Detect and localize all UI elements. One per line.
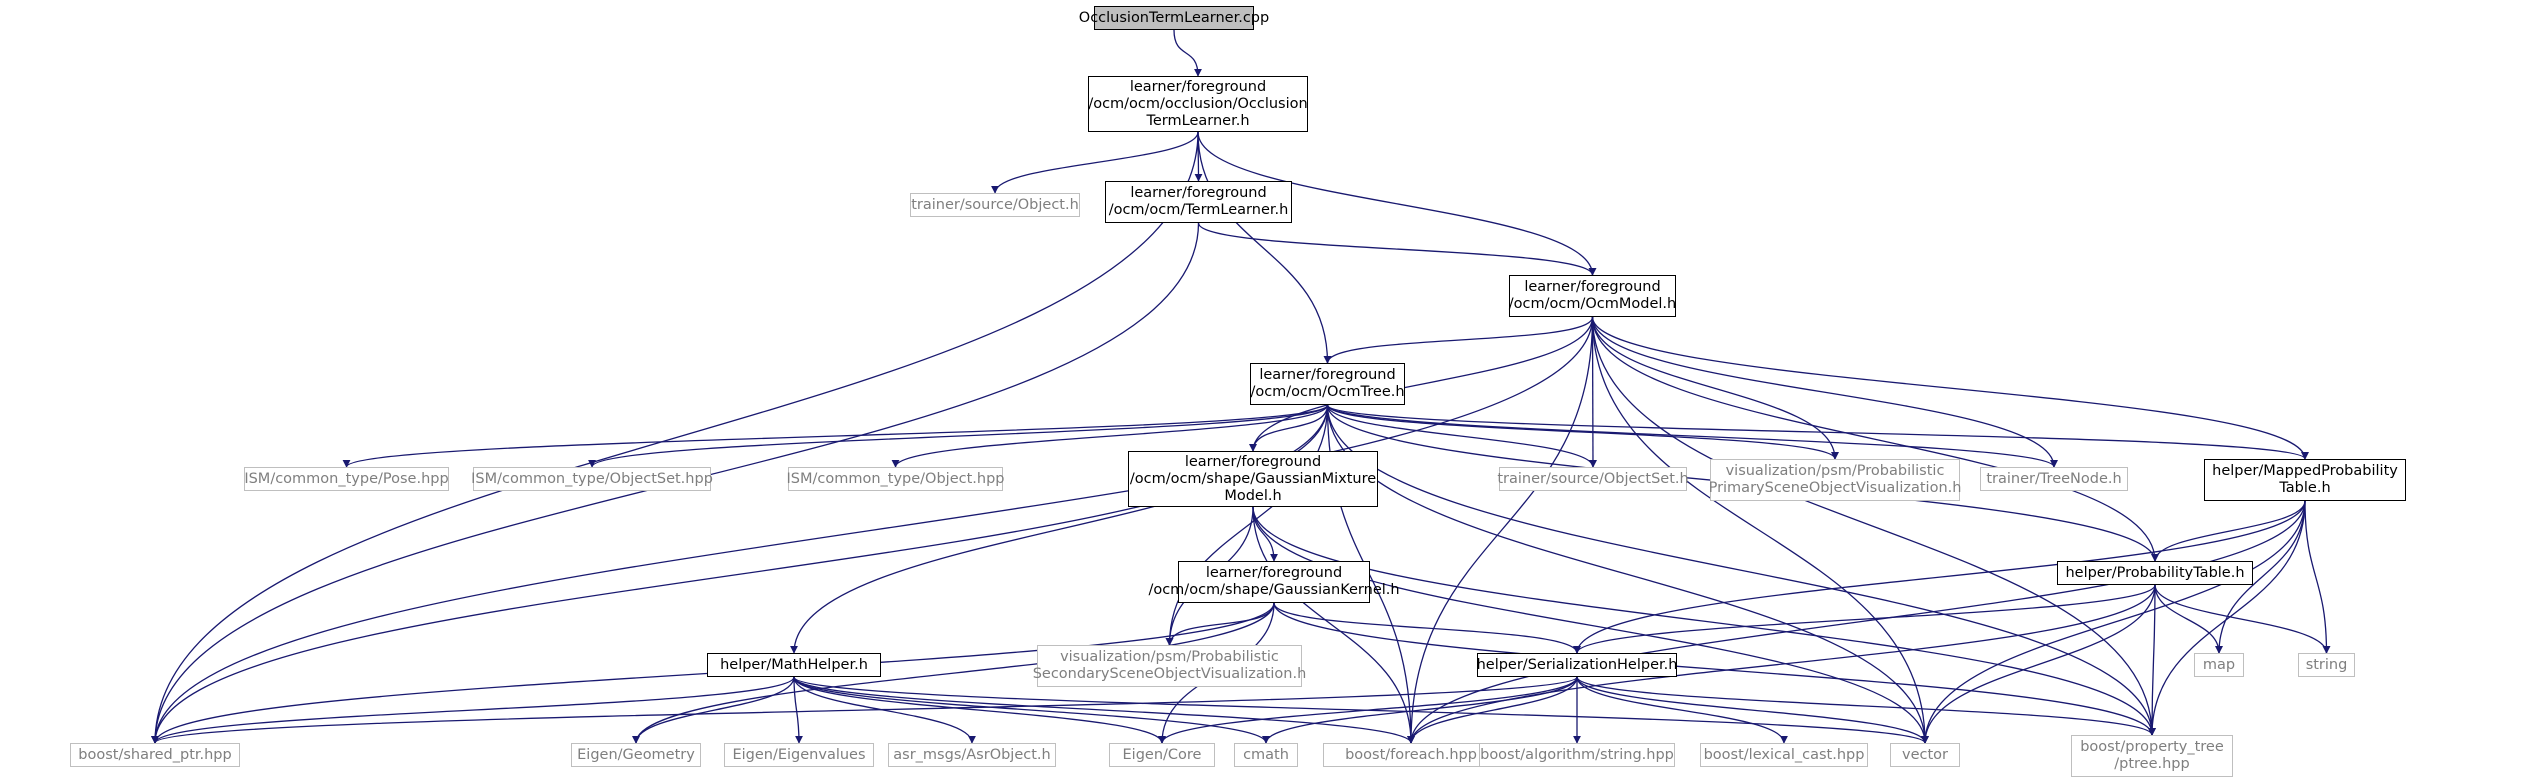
node-mapped-probability-table-h[interactable]: helper/MappedProbability Table.h [2204,459,2406,501]
edge-ocm_tree-to-math_helper [790,404,1329,654]
edge-ocm_model-to-gaussian_mixture [1249,316,1594,452]
node-ocm-model-h[interactable]: learner/foreground /ocm/ocm/OcmModel.h [1509,275,1676,317]
edge-ocm_tree-to-mapped_prob [1326,404,2309,460]
edge-prob_table-to-map [2154,584,2223,654]
edge-occlusion_term_learner-to-ocm_model [1197,131,1597,276]
edge-mapped_prob-to-vector [1921,500,2306,744]
node-psm-secondary-visualization-h: visualization/psm/Probabilistic Secondar… [1033,645,1306,687]
edge-ocm_model-to-prob_table [1591,316,2159,562]
edge-prob_table-to-vector [1921,584,2156,744]
edge-gaussian_kernel-to-psm_secondary [1165,602,1275,646]
edge-gaussian_kernel-to-eigen_geometry [632,602,1275,744]
edge-serialization_helper-to-shared_ptr [151,676,1578,744]
edge-gaussian_mixture-to-ptree [1252,506,2156,736]
node-asr-msgs-asrobject-h: asr_msgs/AsrObject.h [888,743,1056,767]
node-ism-pose-hpp: ISM/common_type/Pose.hpp [244,467,449,491]
node-boost-algorithm-string-hpp: boost/algorithm/string.hpp [1479,743,1675,767]
edge-serialization_helper-to-ptree [1576,676,2156,736]
edge-math_helper-to-eigen_core [793,676,1166,744]
edge-occlusion_term_learner-to-shared_ptr [151,131,1199,744]
edge-math_helper-to-eigen_eigenvalues [793,676,803,744]
edge-ocm_tree-to-gaussian_mixture [1249,404,1329,452]
edge-ocm_tree-to-trainer_objectset [1326,404,1597,468]
edge-ocm_model-to-shared_ptr [151,316,1594,744]
edge-ocm_model-to-vector [1591,316,1929,744]
node-gaussian-kernel-h[interactable]: learner/foreground /ocm/ocm/shape/Gaussi… [1148,561,1400,603]
node-boost-property-tree-ptree-hpp: boost/property_tree /ptree.hpp [2071,735,2233,777]
node-probability-table-h[interactable]: helper/ProbabilityTable.h [2057,561,2253,585]
node-ism-object-hpp: ISM/common_type/Object.hpp [787,467,1005,491]
edge-prob_table-to-string [2154,584,2331,654]
edge-ocm_model-to-trainer_objectset [1588,316,1597,468]
edge-ocm_tree-to-ism_pose [342,404,1329,468]
edge-gaussian_mixture-to-vector [1252,506,1929,744]
edge-term_learner-to-ocm_model [1197,222,1597,276]
edge-math_helper-to-vector [793,676,1929,744]
node-ocm-tree-h[interactable]: learner/foreground /ocm/ocm/OcmTree.h [1250,363,1405,405]
edge-ocm_model-to-mapped_prob [1591,316,2309,460]
node-ism-objectset-hpp: ISM/common_type/ObjectSet.hpp [471,467,713,491]
node-gaussian-mixture-model-h[interactable]: learner/foreground /ocm/ocm/shape/Gaussi… [1128,451,1378,507]
edge-prob_table-to-serialization_helper [1573,584,2156,654]
node-boost-foreach-hpp: boost/foreach.hpp [1323,743,1499,767]
edge-math_helper-to-cmath [793,676,1270,744]
edge-math_helper-to-foreach [793,676,1415,744]
node-trainer-objectset-h: trainer/source/ObjectSet.h [1497,467,1689,491]
edge-serialization_helper-to-lexical_cast [1576,676,1788,744]
edge-mapped_prob-to-foreach [1407,500,2306,744]
node-psm-primary-visualization-h: visualization/psm/Probabilistic PrimaryS… [1709,459,1961,501]
edge-math_helper-to-shared_ptr [151,676,795,744]
edge-mapped_prob-to-string [2304,500,2331,654]
edge-mapped_prob-to-map [2215,500,2306,654]
edge-serialization_helper-to-cmath [1262,676,1578,744]
edge-serialization_helper-to-eigen_core [1158,676,1578,744]
edge-ocm_model-to-ptree [1591,316,2156,736]
edge-serialization_helper-to-vector [1576,676,1929,744]
edge-occlusion_term_learner-to-ocm_tree [1197,131,1332,364]
edge-ocm_tree-to-trainer_treenode [1326,404,2058,468]
node-trainer-treenode-h: trainer/TreeNode.h [1980,467,2128,491]
edge-gaussian_mixture-to-foreach [1252,506,1415,744]
node-trainer-object-h: trainer/source/Object.h [910,193,1080,217]
edge-ocm_tree-to-ism_objectset [588,404,1329,468]
edge-ocm_model-to-trainer_treenode [1591,316,2058,468]
node-serialization-helper-h[interactable]: helper/SerializationHelper.h [1477,653,1677,677]
node-boost-lexical-cast-hpp: boost/lexical_cast.hpp [1700,743,1868,767]
edge-serialization_helper-to-foreach [1407,676,1578,744]
node-vector: vector [1890,743,1960,767]
edge-ocm_model-to-foreach [1407,316,1594,744]
node-eigen-eigenvalues: Eigen/Eigenvalues [724,743,874,767]
edge-occlusion_term_learner-to-trainer_object [991,131,1199,194]
edge-mapped_prob-to-ptree [2148,500,2306,736]
node-map: map [2194,653,2244,677]
edge-mapped_prob-to-prob_table [2151,500,2306,562]
node-eigen-geometry: Eigen/Geometry [571,743,701,767]
edge-prob_table-to-ptree [2148,584,2157,736]
node-term-learner-h[interactable]: learner/foreground /ocm/ocm/TermLearner.… [1105,181,1292,223]
edge-ocm_tree-to-ptree [1326,404,2156,736]
edge-ocm_tree-to-ism_object [891,404,1329,468]
edge-gaussian_kernel-to-ptree [1273,602,2156,736]
node-occlusion-term-learner-h[interactable]: learner/foreground /ocm/ocm/occlusion/Oc… [1088,76,1308,132]
node-eigen-core: Eigen/Core [1109,743,1215,767]
node-math-helper-h[interactable]: helper/MathHelper.h [707,653,881,677]
node-occlusion-term-learner-cpp[interactable]: OcclusionTermLearner.cpp [1079,6,1269,30]
edge-math_helper-to-eigen_geometry [632,676,795,744]
edge-mapped_prob-to-serialization_helper [1573,500,2306,654]
edge-root-to-occlusion_term_learner [1173,29,1202,77]
node-cmath: cmath [1234,743,1298,767]
edge-ocm_model-to-psm_primary [1591,316,1839,460]
edge-gaussian_kernel-to-serialization_helper [1273,602,1581,654]
edge-ocm_model-to-ocm_tree [1323,316,1594,364]
edge-ocm_tree-to-psm_secondary [1165,404,1329,646]
edge-ocm_tree-to-psm_primary [1326,404,1839,460]
node-string: string [2298,653,2355,677]
node-boost-shared-ptr-hpp: boost/shared_ptr.hpp [70,743,240,767]
